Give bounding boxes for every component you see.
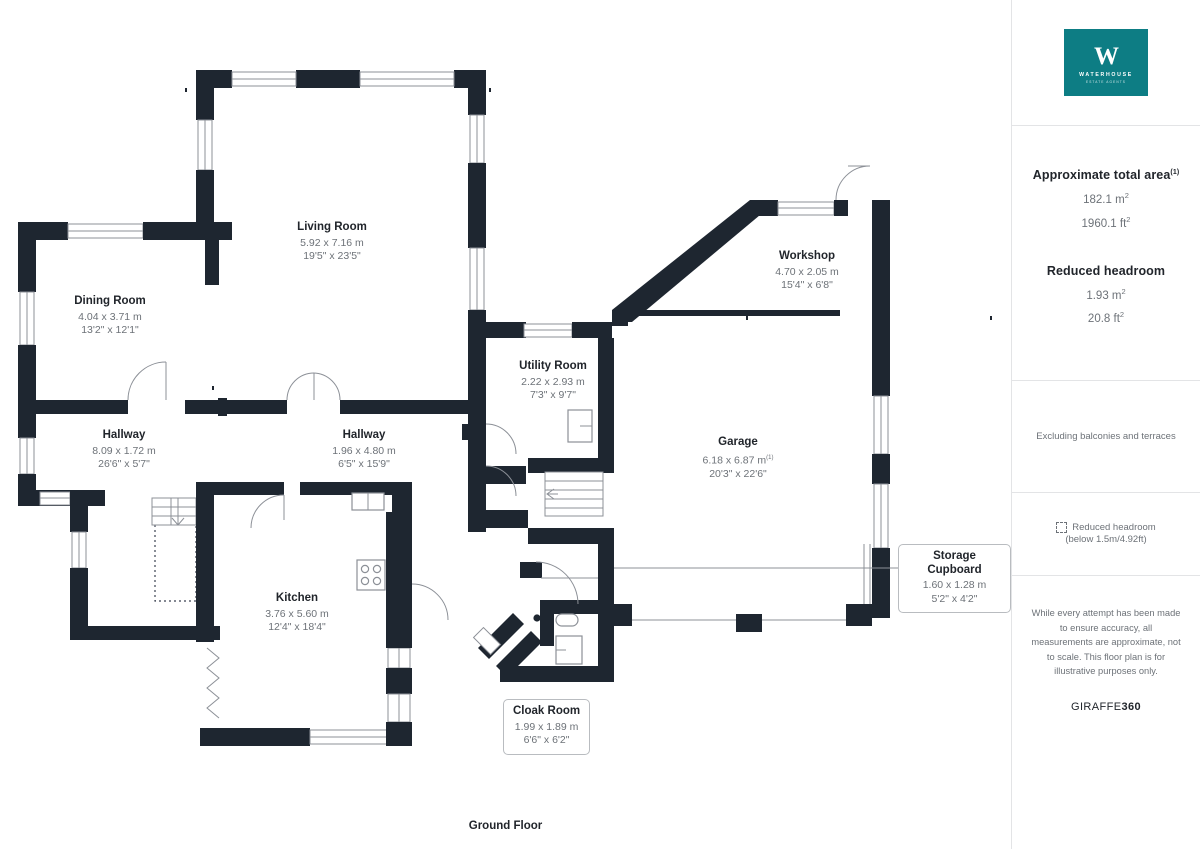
reduced-headroom-metric-text: 1.93 m: [1086, 289, 1122, 302]
callout-name: Storage Cupboard: [927, 550, 982, 576]
callout-name: Cloak Room: [513, 705, 581, 717]
staircase-hall: [151, 497, 197, 526]
brand-logo-cell[interactable]: W WATERHOUSE ESTATE AGENTS: [1012, 0, 1200, 126]
reduced-headroom-imperial: 20.8 ft2: [1012, 310, 1200, 325]
reduced-headroom-metric-unit: 2: [1121, 286, 1126, 296]
total-area-metric: 182.1 m2: [1012, 191, 1200, 206]
total-area-imperial-text: 1960.1 ft: [1081, 217, 1127, 230]
total-area-footnote: (1): [1170, 168, 1180, 176]
callout-imperial: 6'6" x 6'2": [523, 734, 570, 746]
appliance-icon: [567, 409, 593, 443]
excluding-note: Excluding balconies and terraces: [1036, 430, 1176, 442]
floor-plan-drawing[interactable]: .w { fill:#1e2630; } .op { fill:#ffffff;…: [0, 0, 1011, 849]
callout-metric: 1.60 x 1.28 m: [922, 579, 987, 591]
callout-storage-cupboard[interactable]: Storage Cupboard 1.60 x 1.28 m 5'2" x 4'…: [898, 544, 1011, 613]
spacer: [1012, 230, 1200, 264]
reduced-headroom-metric: 1.93 m2: [1012, 287, 1200, 302]
reduced-headroom-swatch-icon: [1056, 521, 1068, 533]
excluding-note-cell: Excluding balconies and terraces: [1012, 381, 1200, 493]
reduced-headroom-title: Reduced headroom: [1046, 263, 1166, 278]
headroom-legend-cell: Reduced headroom (below 1.5m/4.92ft): [1012, 493, 1200, 576]
callout-cloak-room[interactable]: Cloak Room 1.99 x 1.89 m 6'6" x 6'2": [503, 699, 591, 755]
giraffe360-brand: GIRAFFE360: [1012, 701, 1200, 713]
logo-w-mark: W: [1094, 42, 1119, 70]
callout-imperial: 5'2" x 4'2": [931, 592, 978, 605]
headroom-legend-sublabel: (below 1.5m/4.92ft): [1065, 533, 1147, 545]
disclaimer-text: While every attempt has been made to ens…: [1031, 608, 1181, 676]
headroom-legend-row: Reduced headroom: [1056, 521, 1156, 533]
reduced-headroom-imperial-unit: 2: [1119, 310, 1125, 320]
logo-brand-subtitle: ESTATE AGENTS: [1085, 79, 1127, 84]
total-area-imperial-unit: 2: [1126, 214, 1131, 224]
area-summary-cell: Approximate total area(1) 182.1 m2 1960.…: [1012, 126, 1200, 381]
logo-brand-name: WATERHOUSE: [1079, 71, 1133, 78]
total-area-title-text: Approximate total area: [1032, 168, 1171, 182]
dimension-ticks: [33, 88, 992, 390]
brand-suffix: 360: [1121, 700, 1142, 713]
walls-layer: [18, 70, 900, 746]
total-area-metric-unit: 2: [1124, 191, 1129, 200]
wc-fixture-icon: [555, 613, 583, 665]
headroom-legend-label: Reduced headroom: [1072, 521, 1156, 533]
total-area-imperial: 1960.1 ft2: [1012, 215, 1200, 230]
total-area-metric-text: 182.1 m: [1083, 193, 1125, 206]
total-area-title: Approximate total area(1): [1012, 168, 1200, 182]
waterhouse-logo[interactable]: W WATERHOUSE ESTATE AGENTS: [1064, 29, 1148, 96]
floor-plan-svg[interactable]: .w { fill:#1e2630; } .op { fill:#ffffff;…: [0, 0, 1011, 849]
ground-floor-label: Ground Floor: [468, 820, 543, 832]
staircase-centre: [544, 471, 604, 517]
callout-metric: 1.99 x 1.89 m: [514, 720, 579, 733]
hob-icon: [356, 559, 386, 591]
disclaimer-cell: While every attempt has been made to ens…: [1012, 576, 1200, 713]
info-sidebar: W WATERHOUSE ESTATE AGENTS Approximate t…: [1011, 0, 1200, 849]
reduced-headroom-imperial-text: 20.8 ft: [1087, 313, 1120, 326]
brand-prefix: GIRAFFE: [1070, 700, 1122, 713]
